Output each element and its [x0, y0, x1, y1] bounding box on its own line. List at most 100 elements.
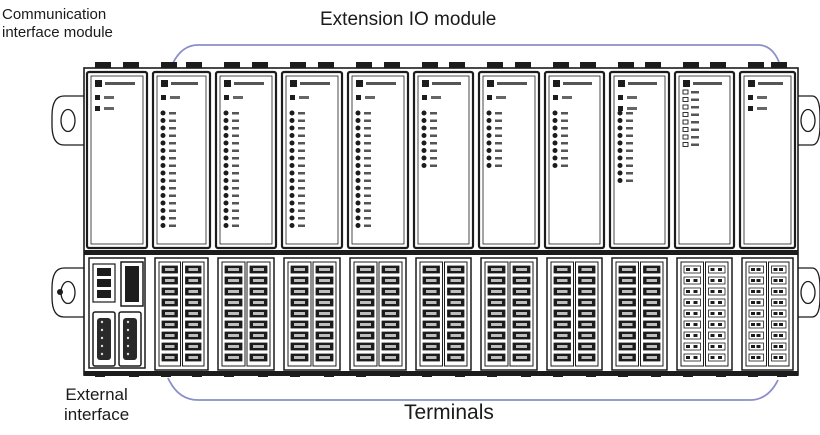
terminal-screw-head [751, 345, 755, 348]
channel-led-text [169, 157, 176, 160]
extension-io-module-label: Extension IO module [320, 9, 497, 30]
status-led-text [496, 96, 506, 99]
terminal-screw-slot [228, 312, 239, 315]
terminal-screw-slot [294, 268, 305, 271]
terminal-screw-slot [581, 356, 592, 359]
module-6 [412, 62, 475, 377]
terminal-screw [683, 320, 701, 329]
channel-led-icon [160, 148, 166, 153]
terminal-screw-slot [622, 356, 633, 359]
terminal-screw-head [779, 290, 783, 293]
channel-led-icon [355, 200, 361, 206]
db9-pin [126, 328, 130, 332]
terminal-screw-slot [426, 334, 437, 337]
terminal-screw-slot [294, 301, 305, 304]
terminal-screw-slot [253, 279, 264, 282]
channel-led-icon [552, 140, 558, 146]
communication-label-line1: Communication [2, 6, 107, 23]
module-label-window [90, 75, 144, 245]
brand-logo-icon [95, 80, 102, 87]
power-pin [97, 268, 111, 276]
channel-led-text [626, 172, 633, 175]
module-bottom-clip [455, 371, 465, 377]
channel-led-text [364, 217, 371, 220]
module-label-window [285, 75, 339, 245]
terminal-screw-head [693, 301, 698, 304]
module-clip [356, 62, 372, 68]
terminal-screw-slot [165, 290, 175, 293]
terminal-screw-head [773, 323, 778, 326]
terminal-screw-slot [557, 268, 568, 271]
module-front-panel [738, 70, 797, 250]
channel-led-icon [160, 163, 166, 168]
module-front-panel [608, 70, 671, 250]
terminal-screw-head [751, 323, 755, 326]
terminal-screw-slot [450, 312, 461, 315]
channel-led-icon [355, 223, 361, 228]
brand-logo-icon [683, 80, 690, 87]
terminal-screw-slot [646, 290, 657, 293]
module-clip [683, 62, 699, 68]
terminal-column [509, 261, 534, 367]
module-label-window [482, 75, 536, 245]
terminal-screw-slot [491, 356, 502, 359]
channel-led-text [298, 164, 305, 167]
external-label-line1: External [65, 385, 128, 404]
terminal-screw-head [718, 356, 722, 359]
terminal-screw-slot [319, 290, 330, 293]
terminal-screw-slot [360, 268, 371, 271]
terminal-screw-slot [385, 356, 396, 359]
module-bottom-clip [487, 371, 497, 377]
channel-led-icon [486, 140, 492, 146]
communication-label-line2: interface module [2, 24, 113, 41]
channel-led-icon [421, 163, 427, 168]
terminal-screw [708, 276, 726, 285]
channel-led-text [298, 209, 305, 212]
channel-led-icon [486, 110, 492, 116]
terminal-screw-slot [228, 345, 239, 348]
terminal-screw-slot [491, 334, 502, 337]
channel-led-text [691, 128, 699, 131]
channel-led-text [691, 91, 699, 94]
terminal-screw-slot [646, 334, 657, 337]
terminal-screw-head [779, 268, 783, 271]
terminal-screw-slot [622, 345, 633, 348]
brand-logo-icon [422, 80, 429, 87]
channel-led-text [169, 149, 176, 152]
channel-led-icon [160, 223, 166, 228]
module-clip [318, 62, 334, 68]
module-label-window [351, 75, 405, 245]
channel-led-text [691, 106, 699, 109]
channel-led-text [232, 172, 239, 175]
terminal-screw-head [718, 279, 722, 282]
channel-led-icon [617, 170, 623, 176]
channel-led-icon [421, 155, 427, 161]
brand-text [563, 82, 592, 85]
channel-led-text [298, 142, 305, 145]
channel-led-text [364, 187, 371, 190]
terminal-screw-slot [253, 290, 264, 293]
terminal-screw-head [718, 334, 722, 337]
terminal-screw-slot [622, 334, 633, 337]
channel-led-icon [355, 148, 361, 153]
channel-led-text [561, 164, 568, 167]
db9-port-face [123, 318, 137, 360]
channel-led-icon [289, 193, 295, 198]
terminal-column [705, 261, 729, 367]
module-front-panel [477, 70, 541, 250]
terminal-screw-slot [450, 323, 461, 326]
terminal-column [444, 261, 468, 367]
status-led-text [104, 107, 114, 110]
terminal-screw-head [751, 279, 755, 282]
channel-led-text [169, 127, 176, 130]
terminal-screw [748, 320, 764, 329]
channel-led-icon [223, 125, 229, 131]
terminal-screw-head [686, 323, 690, 326]
channel-led-text [169, 202, 176, 205]
status-led-icon [748, 106, 753, 111]
terminal-screw [683, 287, 701, 296]
channel-led-text [298, 217, 305, 220]
channel-led-text [691, 98, 699, 101]
channel-led-text [298, 179, 305, 182]
terminal-screw-slot [491, 323, 502, 326]
